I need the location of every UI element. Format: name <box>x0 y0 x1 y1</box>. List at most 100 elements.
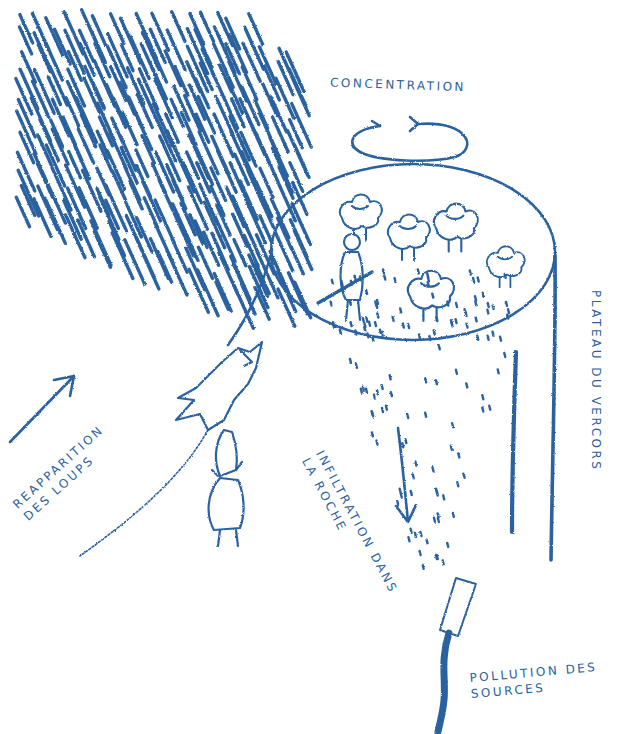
drop <box>382 408 383 412</box>
rain-stroke <box>278 289 295 326</box>
drop <box>407 414 408 418</box>
arrow-head <box>396 505 416 522</box>
drop <box>436 317 437 321</box>
drop <box>428 277 429 281</box>
wolf-legs <box>218 530 238 546</box>
shepherd-legs <box>346 300 360 320</box>
wolf-body <box>209 478 244 530</box>
drop <box>470 271 471 275</box>
sheep-face <box>352 206 368 209</box>
rain-stroke <box>292 104 312 147</box>
rain-stroke <box>294 145 309 177</box>
drop <box>413 474 414 478</box>
drop <box>369 322 370 326</box>
rain-stroke <box>144 255 159 289</box>
drop <box>372 337 373 341</box>
drop <box>366 290 367 294</box>
drop <box>363 387 364 391</box>
drop <box>456 370 457 374</box>
drop <box>443 560 444 564</box>
drop <box>447 543 448 547</box>
rain-stroke <box>46 145 64 186</box>
rain-stroke <box>20 132 34 162</box>
drop <box>377 300 378 304</box>
drop <box>397 501 398 505</box>
drop <box>419 334 420 338</box>
plateau-cliff <box>551 255 555 560</box>
drop <box>428 282 429 286</box>
drop <box>447 302 448 306</box>
sheep-wool <box>340 195 382 229</box>
wolves <box>176 342 262 546</box>
drop <box>482 408 483 412</box>
plateau-edge <box>228 250 272 345</box>
rain-stroke <box>200 63 212 89</box>
plateau-cliff <box>512 352 516 532</box>
drop <box>395 278 396 282</box>
drop <box>350 359 351 363</box>
rain-stroke <box>151 64 167 99</box>
arrow-head <box>410 117 418 131</box>
drop <box>465 309 466 313</box>
drop <box>482 395 483 399</box>
arrow-shaft <box>10 376 74 442</box>
sheep-wool <box>408 271 454 309</box>
drop <box>436 380 437 384</box>
drop <box>507 315 508 319</box>
rain-stroke <box>271 97 287 132</box>
drop <box>452 423 453 427</box>
drop <box>475 296 476 300</box>
drop <box>408 324 409 328</box>
drop <box>437 555 438 559</box>
drop <box>364 323 365 327</box>
drop <box>505 274 506 278</box>
wolf-body <box>216 430 237 476</box>
drop <box>456 319 457 323</box>
drop <box>384 276 385 280</box>
rain-stroke <box>215 216 235 261</box>
rain-stroke <box>211 186 224 215</box>
rain-stroke <box>272 148 292 192</box>
drop <box>331 302 332 306</box>
reappearance-arrow <box>10 376 74 442</box>
rain-stroke <box>185 232 198 260</box>
drop <box>489 406 490 410</box>
rain-stroke <box>45 198 65 243</box>
rain-stroke <box>256 182 272 217</box>
drop <box>377 313 378 317</box>
wolf-eye <box>240 350 252 366</box>
drop <box>425 378 426 382</box>
drop <box>351 322 352 326</box>
drop <box>457 482 458 486</box>
ink-layer <box>10 10 555 732</box>
drop <box>506 302 507 306</box>
rain-stroke <box>292 248 304 274</box>
drop <box>366 318 367 322</box>
rain-stroke <box>150 29 165 62</box>
rain-strokes <box>16 10 312 328</box>
plateau-top <box>271 164 555 340</box>
drop <box>355 331 356 335</box>
rain-stroke <box>109 221 124 255</box>
rain-stroke <box>20 27 32 54</box>
drop <box>438 518 439 522</box>
drop <box>493 305 494 309</box>
drop <box>400 308 401 312</box>
drop <box>488 303 489 307</box>
rain-stroke <box>79 188 97 229</box>
shepherd <box>318 234 372 320</box>
drop <box>451 446 452 450</box>
drop <box>366 389 367 393</box>
drop <box>456 303 457 307</box>
drop <box>464 474 465 478</box>
drop <box>372 432 373 436</box>
drop <box>420 532 421 536</box>
annotation-label: INFILTRATION DANS LA ROCHE <box>298 447 406 612</box>
rain-stroke <box>92 33 105 62</box>
annotation-label: CONCENTRATION <box>330 74 530 97</box>
sheep-face <box>400 226 416 229</box>
drop <box>376 441 377 445</box>
drop <box>498 369 499 373</box>
